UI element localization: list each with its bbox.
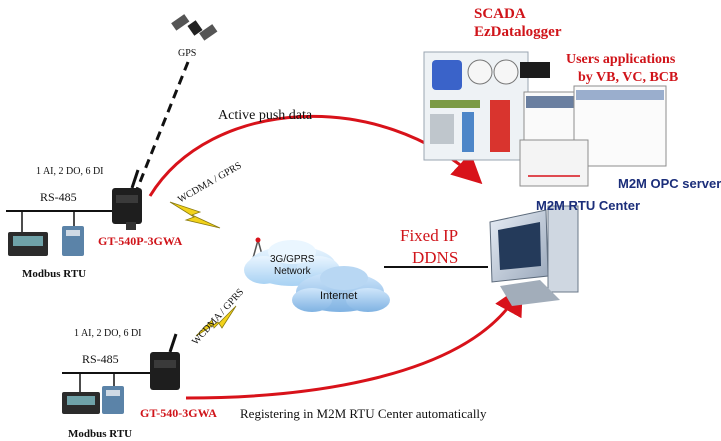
rs485-top-label: RS-485 <box>40 190 77 204</box>
modbus-rtu-bottom-icon <box>62 386 124 414</box>
lightning-top-icon <box>169 201 221 229</box>
gt540p-device-icon <box>112 169 142 230</box>
gps-satellite-icon <box>171 14 218 41</box>
internet-cloud <box>292 266 390 312</box>
io-bottom-label: 1 AI, 2 DO, 6 DI <box>74 328 142 339</box>
ezdatalogger-title: EzDatalogger <box>474 24 562 40</box>
network-3g-label-2: Network <box>274 266 311 277</box>
network-3g-label-1: 3G/GPRS <box>270 254 315 265</box>
rs485-bottom-label: RS-485 <box>82 352 119 366</box>
gt540-label: GT-540-3GWA <box>140 406 217 420</box>
modbus-bottom-label: Modbus RTU <box>68 428 133 440</box>
scada-screens-collage <box>423 51 667 187</box>
m2m-rtu-center-label: M2M RTU Center <box>536 198 641 213</box>
m2m-opc-server-label: M2M OPC server <box>618 176 721 191</box>
modbus-top-label: Modbus RTU <box>22 268 87 280</box>
modbus-rtu-top-icon <box>8 226 84 256</box>
scada-title: SCADA <box>474 6 526 22</box>
pc-computer-icon <box>489 205 579 306</box>
lightning-bottom-icon <box>195 305 237 337</box>
registering-label: Registering in M2M RTU Center automatica… <box>240 406 487 421</box>
gps-label: GPS <box>178 48 197 59</box>
io-top-label: 1 AI, 2 DO, 6 DI <box>36 166 104 177</box>
internet-label: Internet <box>320 290 358 302</box>
users-applications-label: Users applications <box>566 52 676 67</box>
ddns-label: DDNS <box>412 248 459 267</box>
gps-link-line <box>134 61 190 193</box>
registering-arrow <box>185 284 523 400</box>
fixed-ip-label: Fixed IP <box>400 226 459 245</box>
gt540-device-icon <box>150 333 180 390</box>
gt540p-label: GT-540P-3GWA <box>98 234 183 248</box>
users-applications-langs: by VB, VC, BCB <box>578 70 679 85</box>
active-push-label: Active push data <box>218 108 313 123</box>
